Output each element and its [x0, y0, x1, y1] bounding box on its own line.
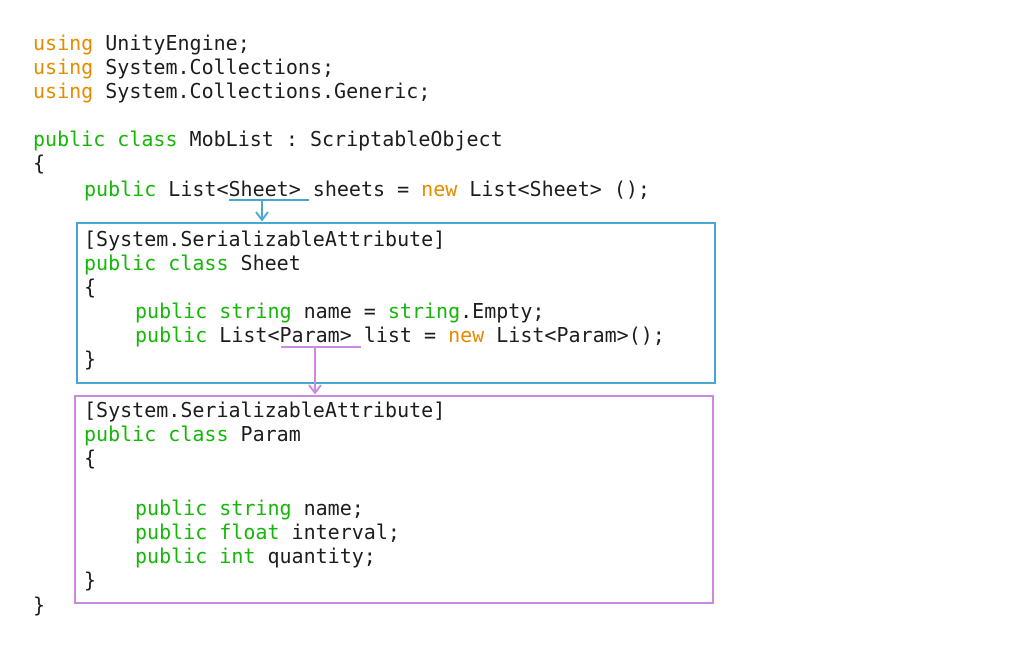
keyword-token: public	[135, 496, 208, 520]
code-token: {	[33, 151, 46, 175]
keyword-token: public	[135, 323, 208, 347]
keyword-token: class	[117, 127, 178, 151]
sheet-class-box	[76, 222, 716, 384]
keyword-token: using	[33, 31, 94, 55]
code-line-field-sheet-name: public string name = string.Empty;	[135, 299, 544, 323]
code-line-close-brace-sheet: }	[84, 347, 96, 371]
code-token: UnityEngine;	[93, 31, 250, 55]
code-token: Param	[228, 422, 301, 446]
code-token: .Empty;	[460, 299, 545, 323]
keyword-token: public	[33, 127, 106, 151]
code-line-using-unityengine: using UnityEngine;	[33, 31, 250, 55]
code-line-open-brace-sheet: {	[84, 275, 96, 299]
keyword-token: new	[421, 177, 458, 201]
keyword-token: string	[219, 496, 292, 520]
keyword-token: float	[219, 520, 280, 544]
code-line-class-sheet: public class Sheet	[84, 251, 301, 275]
keyword-token: using	[33, 79, 94, 103]
code-token: {	[84, 446, 97, 470]
code-token: name =	[291, 299, 388, 323]
code-line-open-brace-param: {	[84, 446, 96, 470]
keyword-token: int	[219, 544, 256, 568]
keyword-token: string	[387, 299, 461, 323]
code-line-open-brace-moblist: {	[33, 151, 45, 175]
code-line-attr-sheet: [System.SerializableAttribute]	[84, 227, 445, 251]
code-token: List<Param>();	[484, 323, 665, 347]
keyword-token: class	[168, 422, 229, 446]
code-line-field-param-quantity: public int quantity;	[135, 544, 376, 568]
code-line-using-generic: using System.Collections.Generic;	[33, 79, 430, 103]
code-token: List<Sheet> sheets =	[156, 177, 422, 201]
code-token: }	[84, 347, 97, 371]
param-class-box	[74, 395, 714, 604]
code-token: MobList : ScriptableObject	[177, 127, 503, 151]
code-token: [System.SerializableAttribute]	[84, 227, 446, 251]
code-line-close-brace-moblist: }	[33, 593, 45, 617]
code-token: }	[84, 568, 97, 592]
code-token: System.Collections;	[93, 55, 335, 79]
keyword-token: class	[168, 251, 229, 275]
code-line-field-param-name: public string name;	[135, 496, 364, 520]
code-line-close-brace-param: }	[84, 568, 96, 592]
code-token: interval;	[279, 520, 400, 544]
keyword-token: public	[84, 251, 157, 275]
keyword-token: public	[84, 422, 157, 446]
code-token: {	[84, 275, 97, 299]
keyword-token: public	[135, 520, 208, 544]
code-line-field-param-interval: public float interval;	[135, 520, 400, 544]
code-line-class-param: public class Param	[84, 422, 301, 446]
keyword-token: public	[135, 299, 208, 323]
keyword-token: string	[219, 299, 292, 323]
code-token: List<Param> list =	[207, 323, 449, 347]
code-line-attr-param: [System.SerializableAttribute]	[84, 398, 445, 422]
keyword-token: new	[448, 323, 485, 347]
code-token: quantity;	[255, 544, 376, 568]
code-token: }	[33, 593, 46, 617]
code-token: name;	[291, 496, 364, 520]
code-token: List<Sheet> ();	[457, 177, 650, 201]
sheet-arrow	[229, 199, 309, 222]
keyword-token: using	[33, 55, 94, 79]
keyword-token: public	[84, 177, 157, 201]
code-line-field-sheets: public List<Sheet> sheets = new List<She…	[84, 177, 650, 201]
keyword-token: public	[135, 544, 208, 568]
code-token: System.Collections.Generic;	[93, 79, 431, 103]
code-line-using-collections: using System.Collections;	[33, 55, 334, 79]
param-arrow	[281, 346, 361, 395]
code-token: Sheet	[228, 251, 301, 275]
code-line-class-moblist: public class MobList : ScriptableObject	[33, 127, 503, 151]
code-line-field-sheet-list: public List<Param> list = new List<Param…	[135, 323, 665, 347]
code-token: [System.SerializableAttribute]	[84, 398, 446, 422]
